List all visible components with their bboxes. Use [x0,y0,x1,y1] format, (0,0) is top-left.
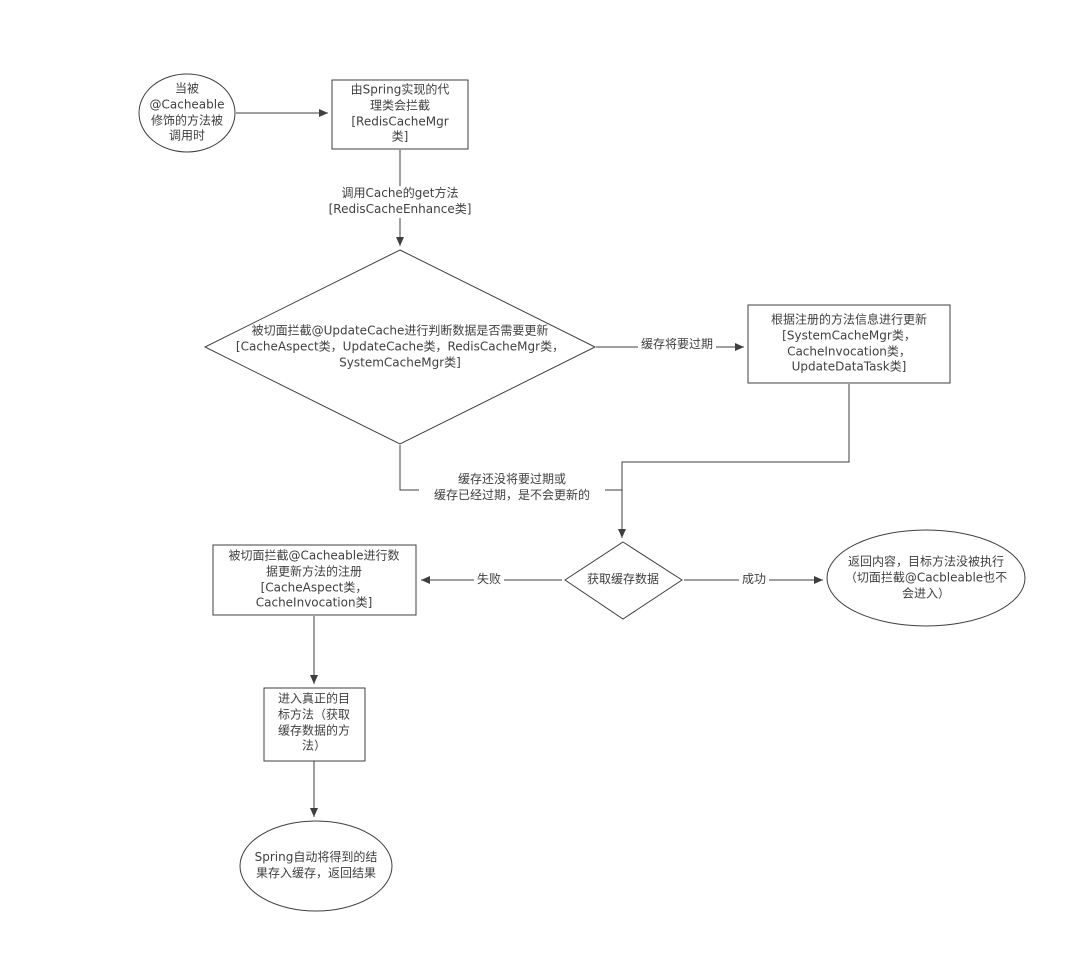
store-result-ellipse-shape [239,820,393,912]
connector-update-to-getcache [618,384,850,538]
return-content-ellipse-shape [826,529,1026,627]
update-check-diamond-shape [203,249,597,445]
update-methods-rect-shape [747,304,951,384]
get-cache-diamond-shape [564,541,683,620]
register-update-rect-shape [212,544,417,616]
spring-proxy-rect-shape [331,79,469,150]
start-ellipse-shape [138,73,236,153]
connector-diamond-to-getcache [399,445,622,491]
enter-target-rect-shape [263,687,366,762]
